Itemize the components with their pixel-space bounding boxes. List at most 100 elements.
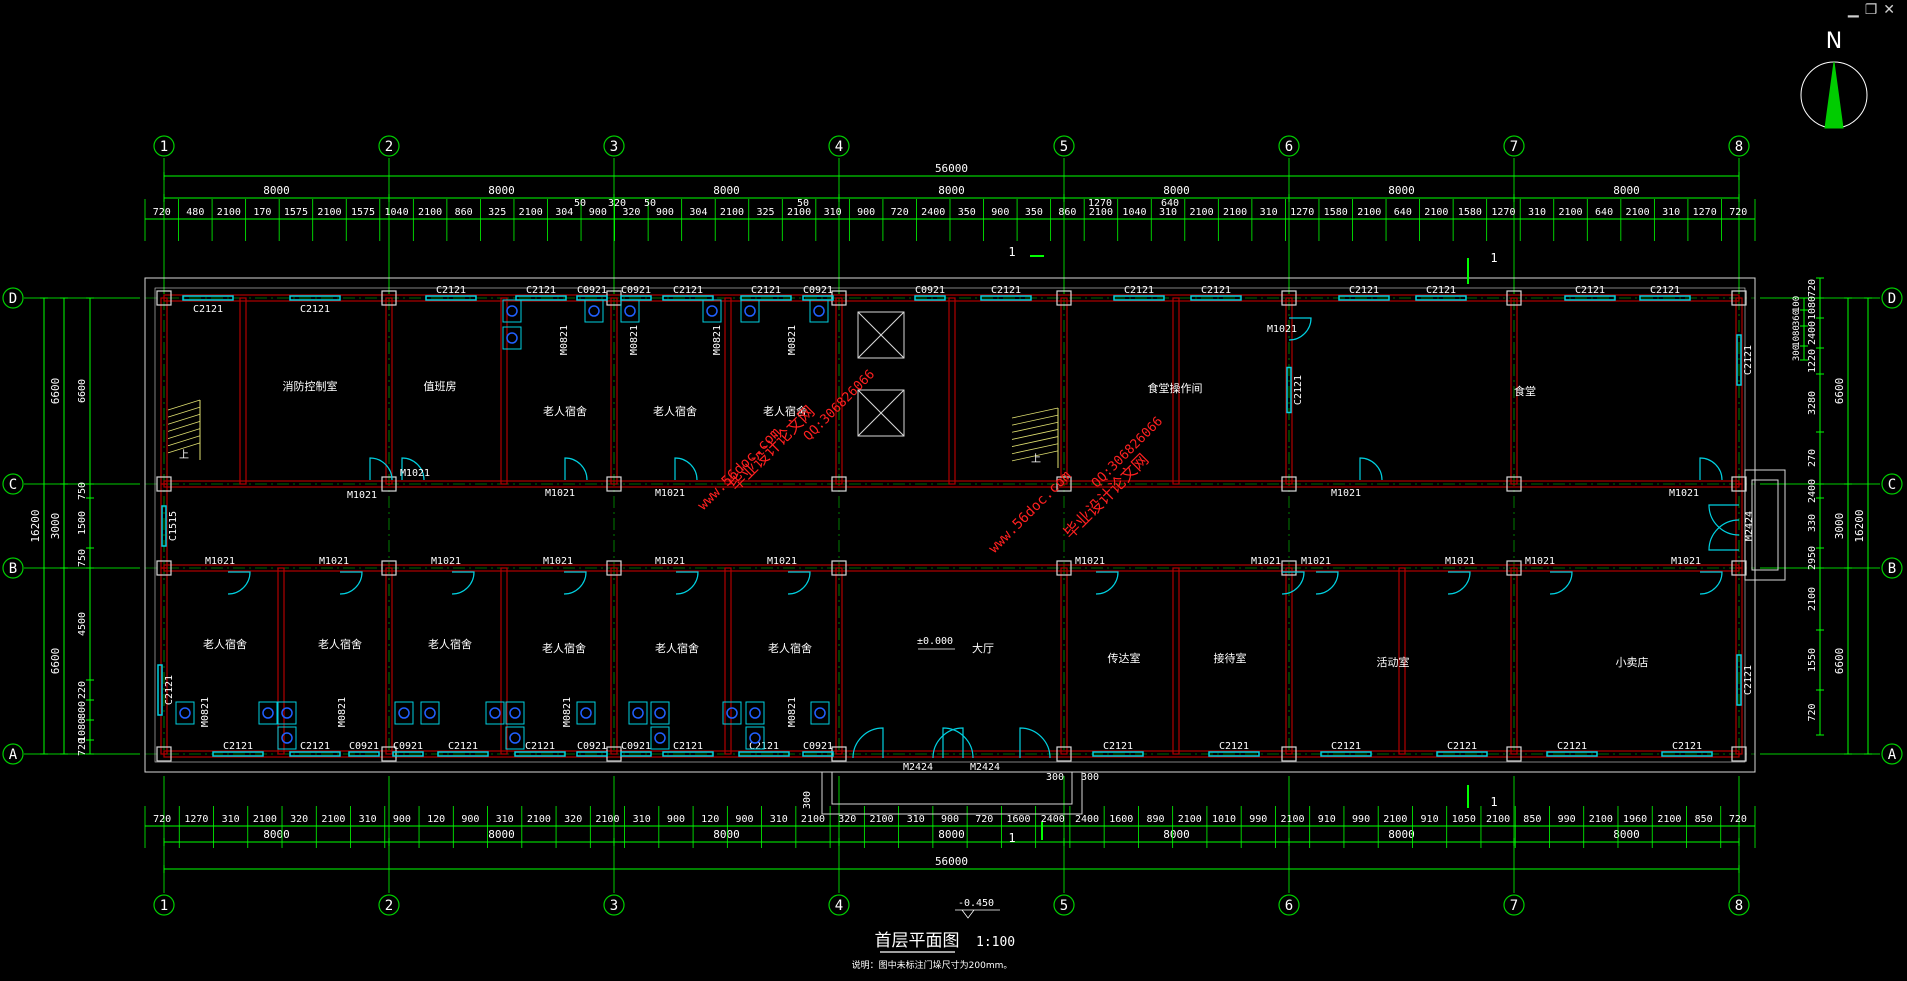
toilet-17-box: [745, 701, 765, 725]
stair-west: 上: [167, 399, 201, 461]
toilet-1: [584, 299, 604, 323]
dim-top-bays-label-5: 8000: [1388, 184, 1415, 197]
dim-top-bays-label-6: 8000: [1613, 184, 1640, 197]
column-7A: [1506, 746, 1522, 762]
dim-right-inner-label-6: 2400: [1807, 479, 1818, 503]
toilet-b-3: [650, 726, 670, 750]
toilet-13-bowl: [580, 707, 592, 719]
toilet-4: [740, 299, 760, 323]
dim-top-bays-label-4: 8000: [1163, 184, 1190, 197]
door-corridor-top-4-swing: [1359, 457, 1383, 481]
stair-core-tread-2: [1011, 421, 1059, 433]
door-kitchen-swing: [1288, 317, 1312, 341]
elevator-shaft-1: [857, 389, 905, 437]
axis-bubble-right-C: C: [1881, 473, 1903, 495]
toilet-10-box: [420, 701, 440, 725]
door-entrance-3: [932, 727, 964, 759]
toilet-9-bowl: [398, 707, 410, 719]
door-corridor-bottom-4-swing: [675, 571, 699, 595]
elevator-x2-1: [857, 389, 905, 437]
room-canteen: 食堂: [1514, 384, 1536, 398]
entrance-steps-outer: [821, 771, 1083, 815]
wall-axis-b: [163, 564, 1740, 572]
dim-top-detail-label-9: 860: [455, 207, 473, 218]
door-corridor-top-3-swing: [674, 457, 698, 481]
door-entrance-4: [1019, 727, 1051, 759]
stair-west-tread-3: [167, 421, 201, 432]
dim-bottom-total-label-0: 56000: [935, 855, 968, 868]
window-controls[interactable]: ▁❐✕: [1848, 2, 1901, 18]
window-top-12: [1190, 295, 1242, 301]
axis-bubble-bottom-1-label: 1: [160, 898, 168, 914]
window-west-c1515: [161, 505, 167, 547]
wall-v-top-2: [610, 297, 618, 485]
column-5B: [1056, 560, 1072, 576]
toilet-3-box: [702, 299, 722, 323]
axis-bubble-top-1-circle: [153, 135, 175, 157]
dim-top-detail-label-21: 900: [857, 207, 875, 218]
dim-bottom-detail-label-35: 990: [1352, 814, 1370, 825]
axis-bubble-bottom-4-circle: [828, 894, 850, 916]
dim-right-top-small-label-3: 300: [1792, 345, 1802, 361]
dim-left-outer-label-0: 16200: [29, 509, 42, 542]
door-m0821-label-3: M0821: [787, 325, 798, 355]
toilet-5-bowl: [813, 305, 825, 317]
window-top-1: [289, 295, 341, 301]
dim-left-inner-label-3: 750: [77, 549, 88, 567]
column-6C: [1281, 476, 1297, 492]
column-4B: [831, 560, 847, 576]
window-bottom-3: [392, 751, 424, 757]
toilet-18: [810, 701, 830, 725]
axis-bubble-top-2: 2: [378, 135, 400, 157]
window-bottom-0: [212, 751, 264, 757]
wall-v-bottom-4: [1060, 567, 1068, 755]
drawing-scale: 1:100: [976, 935, 1015, 950]
axis-bubble-right-C-label: C: [1888, 477, 1896, 493]
door-corridor-bottom-10: M1021: [1525, 556, 1573, 595]
dim-top-detail-label-14: 320: [622, 207, 640, 218]
door-corridor-top-4: M1021: [1331, 457, 1383, 499]
toilet-6-box: [175, 701, 195, 725]
minimize-button[interactable]: ▁: [1847, 2, 1865, 18]
dim-bottom-detail-label-4: 320: [290, 814, 308, 825]
window-top-11: [1113, 295, 1165, 301]
stair-west-up: 上: [179, 449, 189, 461]
dim-bottom-detail-label-7: 900: [393, 814, 411, 825]
axis-bubble-bottom-8-circle: [1728, 894, 1750, 916]
axis-bubble-bottom-5-label: 5: [1060, 898, 1068, 914]
restore-button[interactable]: ❐: [1864, 2, 1884, 18]
toilet-7-box: [258, 701, 278, 725]
dim-top-detail-label-24: 350: [958, 207, 976, 218]
close-button[interactable]: ✕: [1883, 2, 1901, 18]
dim-left-inner-label-2: 1500: [77, 511, 88, 535]
axis-bubble-left-D-label: D: [9, 291, 17, 307]
door-corridor-top-2-label: M1021: [545, 488, 575, 499]
window-bottom-9: [738, 751, 790, 757]
dim-bottom-detail-label-12: 320: [564, 814, 582, 825]
dim-top-detail-label-28: 2100: [1089, 207, 1113, 218]
dim-bottom-detail-label-45: 850: [1695, 814, 1713, 825]
dim-top-detail-label-42: 2100: [1558, 207, 1582, 218]
axis-bubble-left-A: A: [2, 743, 24, 765]
toilet-b-0: [502, 326, 522, 350]
window-west-bottom-label: C2121: [164, 675, 175, 705]
dim-top-detail-label-6: 1575: [351, 207, 375, 218]
dim-bottom-detail-label-37: 910: [1421, 814, 1439, 825]
wall-v-bottom-6: [1510, 567, 1518, 755]
toilet-2-bowl: [624, 305, 636, 317]
toilet-18-box: [810, 701, 830, 725]
window-top-10: [980, 295, 1032, 301]
stair-core-up: 上: [1031, 453, 1041, 465]
door-corridor-bottom-4-label: M1021: [655, 556, 685, 567]
door-m0821-label-7: M0821: [787, 697, 798, 727]
door-corridor-top-0-swing: [369, 457, 393, 481]
column-4A: [831, 746, 847, 762]
dim-bottom-detail-label-33: 2100: [1281, 814, 1305, 825]
stair-core-tread-5: [1011, 443, 1059, 455]
door-corridor-bottom-7-label: M1021: [1251, 556, 1281, 567]
dim-top-detail-label-20: 310: [824, 207, 842, 218]
east-steps-outer: [1744, 469, 1786, 581]
